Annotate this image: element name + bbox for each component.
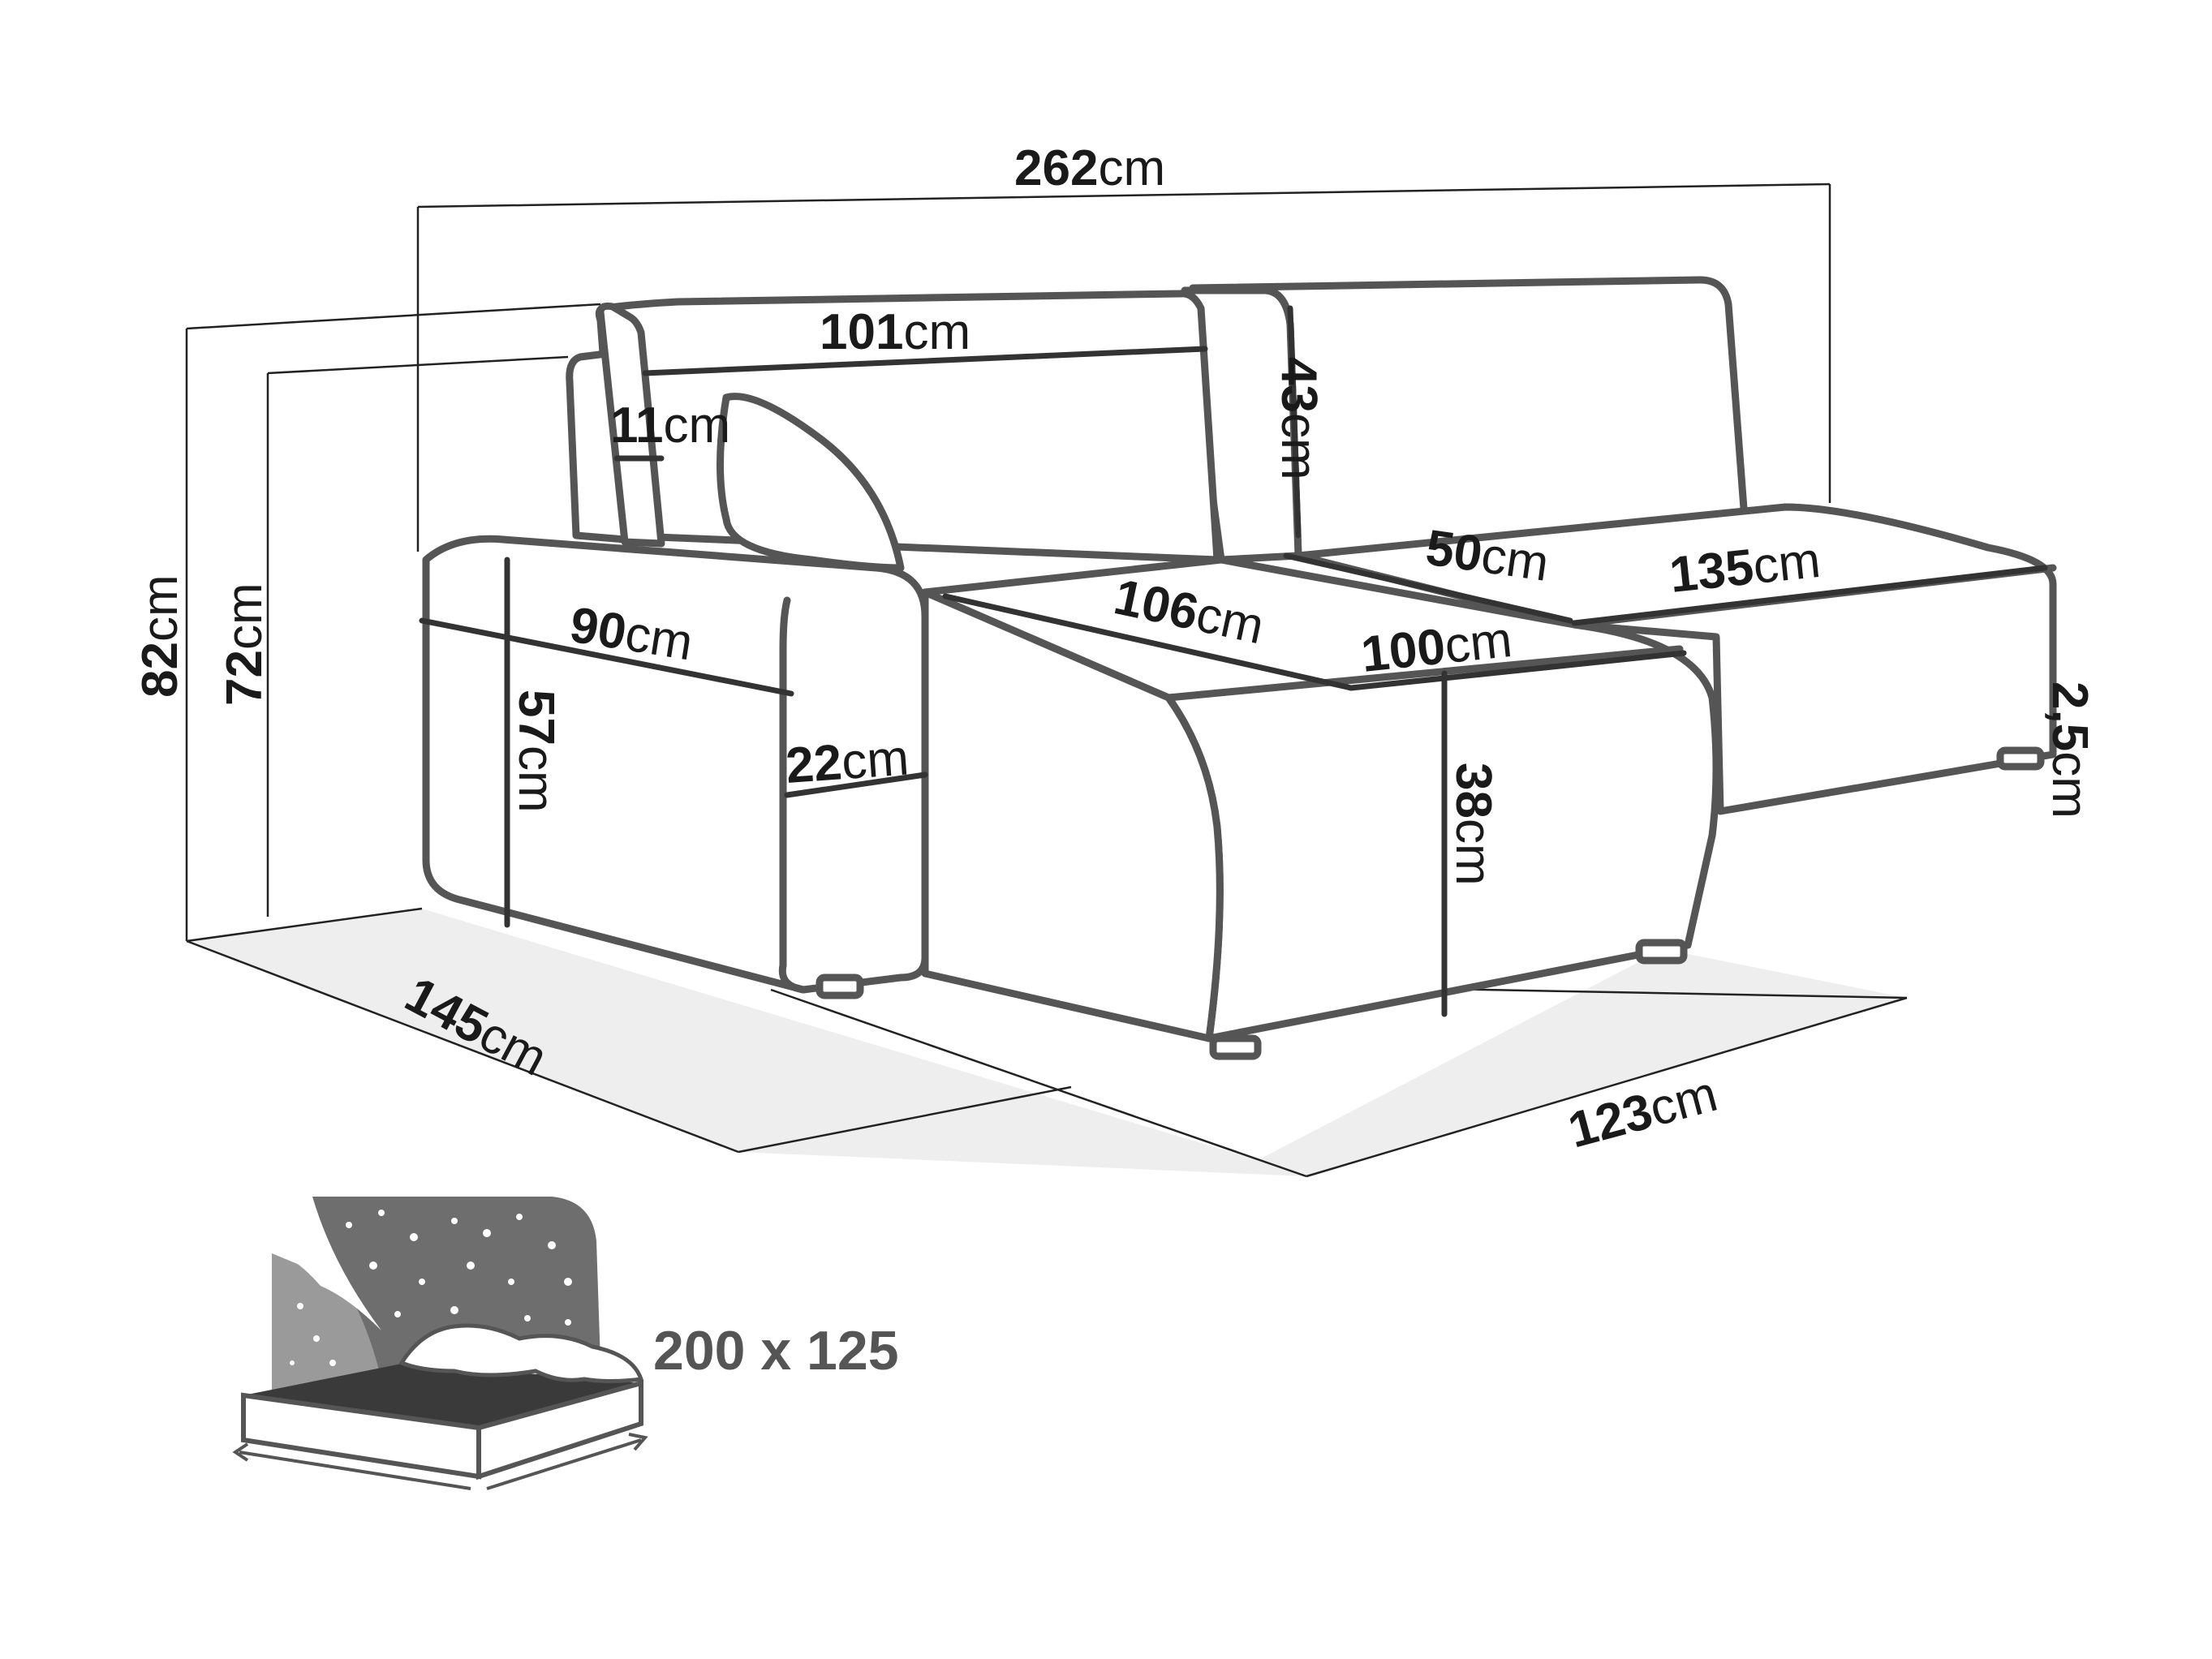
armrest — [422, 535, 929, 994]
leg — [1635, 939, 1688, 965]
label-armrest-height: 57cm — [508, 690, 564, 813]
label-armrest-top: 11cm — [610, 398, 730, 453]
label-seat-width: 100cm — [1358, 612, 1514, 683]
seat-front — [921, 588, 1224, 1042]
dimension-lines — [419, 305, 2048, 1017]
bed-with-night-sky-icon — [232, 1197, 648, 1490]
floor-shadow — [187, 909, 1907, 1176]
label-backrest-height: 43cm — [1271, 357, 1327, 480]
label-chaise-length: 135cm — [1667, 532, 1823, 604]
label-backrest-width: 101cm — [820, 304, 970, 360]
label-armrest-width: 22cm — [784, 730, 910, 794]
label-armrest-length: 90cm — [566, 597, 697, 672]
floor-guides — [185, 183, 1908, 1178]
leg — [1996, 746, 2045, 771]
bed-size-label: 200 x 125 — [653, 1320, 899, 1382]
leg — [816, 973, 864, 999]
label-leg-height: 2,5cm — [2042, 681, 2098, 819]
armrest-front-edge — [778, 596, 807, 994]
label-chaise-depth: 50cm — [1422, 520, 1552, 592]
label-total-height: 82cm — [132, 574, 188, 698]
bolster — [596, 302, 665, 548]
label-total-width: 262cm — [1014, 140, 1165, 196]
label-seat-back-height: 72cm — [217, 582, 273, 706]
chaise-longue — [1294, 503, 2057, 815]
seat-divider — [1164, 645, 1684, 702]
label-seat-height: 38cm — [1445, 763, 1501, 886]
leg — [1209, 1034, 1262, 1060]
